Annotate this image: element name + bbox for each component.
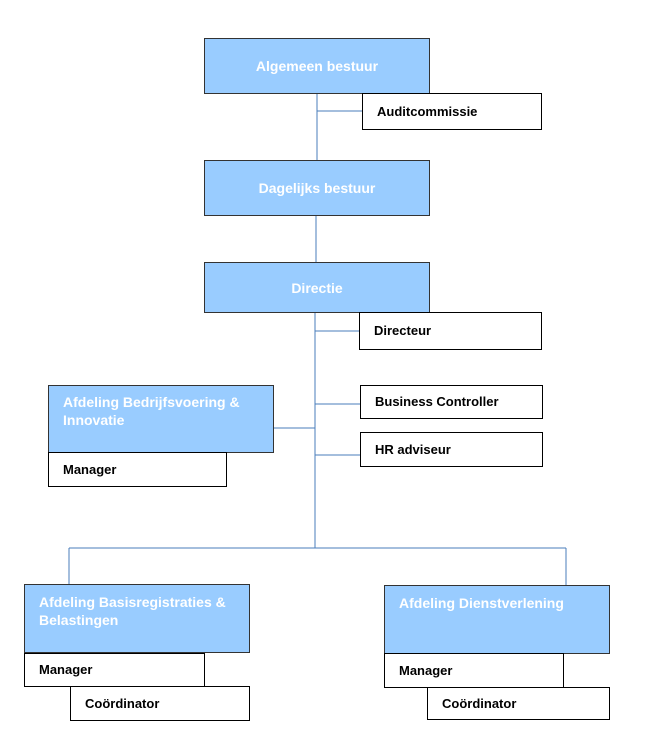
directie-label: Directie (291, 279, 343, 296)
business-controller-label: Business Controller (375, 394, 499, 409)
afdeling-bedrijfsvoering-box: Afdeling Bedrijfsvoering & Innovatie (48, 385, 274, 453)
algemeen-bestuur-box: Algemeen bestuur (204, 38, 430, 94)
algemeen-bestuur-label: Algemeen bestuur (255, 58, 379, 74)
coordinator-bb-box: Coördinator (70, 686, 250, 721)
business-controller-box: Business Controller (360, 385, 543, 419)
manager-bb-box: Manager (24, 653, 205, 687)
auditcommissie-label: Auditcommissie (377, 103, 478, 119)
directeur-label: Directeur (374, 323, 432, 338)
manager-bi-label: Manager (63, 461, 117, 477)
coordinator-bb-label: Coördinator (85, 695, 160, 711)
afdeling-basisregistraties-label: Afdeling Basisregistraties & Belastingen (39, 594, 226, 628)
hr-adviseur-label: HR adviseur (375, 441, 451, 457)
dagelijks-bestuur-label: Dagelijks bestuur (258, 180, 376, 196)
directeur-box: Directeur (359, 312, 542, 350)
coordinator-dv-label: Coördinator (442, 695, 517, 711)
manager-dv-label: Manager (399, 662, 453, 678)
afdeling-dienstverlening-box: Afdeling Dienstverlening (384, 585, 610, 654)
directie-box: Directie (204, 262, 430, 313)
auditcommissie-box: Auditcommissie (362, 93, 542, 130)
manager-dv-box: Manager (384, 653, 564, 688)
dagelijks-bestuur-box: Dagelijks bestuur (204, 160, 430, 216)
manager-bb-label: Manager (39, 662, 93, 677)
coordinator-dv-box: Coördinator (427, 687, 610, 720)
hr-adviseur-box: HR adviseur (360, 432, 543, 467)
manager-bi-box: Manager (48, 452, 227, 487)
afdeling-basisregistraties-box: Afdeling Basisregistraties & Belastingen (24, 584, 250, 653)
afdeling-dienstverlening-label: Afdeling Dienstverlening (399, 595, 564, 611)
afdeling-bedrijfsvoering-label: Afdeling Bedrijfsvoering & Innovatie (63, 394, 240, 428)
